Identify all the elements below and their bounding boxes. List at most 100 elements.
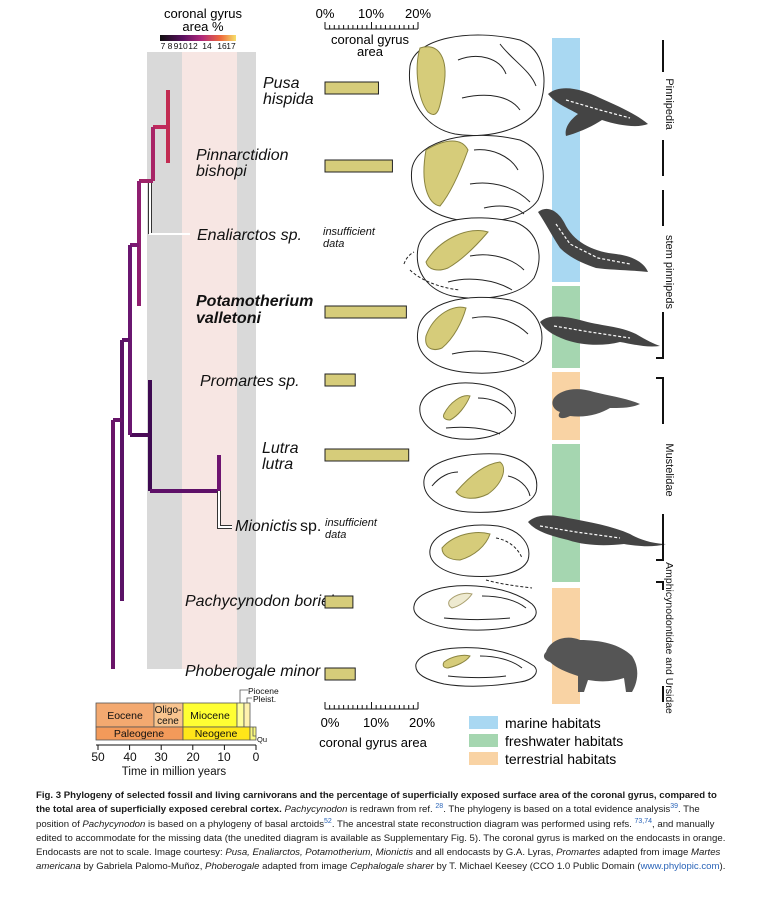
seal-skeleton-icon	[548, 88, 648, 136]
time-tick-label: 40	[123, 750, 137, 764]
phylopic-link[interactable]: www.phylopic.com	[640, 861, 720, 873]
taxon-label: lutra	[262, 456, 293, 473]
geologic-timescale	[95, 689, 257, 741]
time-tick-label: 0	[253, 750, 260, 764]
time-tick-label: 10	[217, 750, 231, 764]
caption-text: Martes americana	[36, 847, 721, 873]
caption-reference[interactable]: 28	[435, 803, 444, 811]
bar	[324, 373, 356, 387]
axis-tick-label: 10%	[358, 6, 384, 21]
insufficient-note: data	[325, 529, 346, 541]
figure-caption: Fig. 3 Phylogeny of selected fossil and …	[36, 789, 726, 875]
caption-text: Pusa, Enaliarctos, Potamotherium, Mionic…	[225, 847, 413, 859]
time-axis-label: Time in million years	[122, 766, 227, 778]
colorbar-title: coronal gyrus	[164, 6, 243, 21]
time-tick-label: 50	[91, 750, 105, 764]
epoch-eocene	[95, 702, 155, 728]
caption-reference[interactable]: 73,74	[634, 817, 653, 825]
epoch-label: Pleist.	[253, 694, 276, 704]
taxon-label: Promartes sp.	[200, 373, 300, 390]
phoberogale-icon	[543, 637, 638, 692]
taxon-label: Pinnarctidion	[196, 147, 289, 164]
taxon-label: Mionictis	[235, 518, 297, 535]
caption-text: . The position of	[36, 804, 700, 830]
bar	[324, 448, 410, 462]
period-label: Paleogene	[114, 728, 164, 740]
clade-label: stem pinnipeds	[663, 235, 675, 309]
habitat-strip	[552, 38, 580, 704]
caption-text: is redrawn from ref.	[347, 804, 436, 816]
clade-labels: Pinnipedia stem pinnipeds Mustelidae Amp…	[663, 78, 675, 714]
endocast-mionictis	[429, 524, 533, 589]
time-band-pink	[182, 52, 237, 669]
caption-text: adapted from image	[259, 861, 351, 873]
endocast-potamotherium	[416, 296, 543, 374]
caption-text: by Gabriela Palomo-Muñoz,	[80, 861, 206, 873]
axis-tick-label: 10%	[363, 715, 389, 730]
clade-label: Mustelidae	[663, 443, 675, 496]
period-label: Neogene	[195, 728, 238, 740]
caption-reference[interactable]: 52	[324, 817, 332, 825]
endocast-lutra	[423, 453, 538, 513]
endocast-illustrations	[403, 34, 545, 687]
colorbar-tick-label: 14	[202, 41, 212, 51]
marten-icon	[552, 389, 640, 419]
caption-text: by T. Michael Keesey (CCO 1.0 Public Dom…	[433, 861, 641, 873]
caption-text: . The phylogeny is based on a total evid…	[443, 804, 671, 816]
bar	[324, 305, 407, 319]
time-band-gray	[237, 52, 256, 669]
epoch-label: Oligo-	[155, 705, 182, 716]
epoch-label: Piocene	[248, 686, 279, 696]
legend-label: terrestrial habitats	[505, 751, 616, 767]
habitat-legend: marine habitats freshwater habitats terr…	[469, 715, 623, 767]
time-tick-label: 20	[186, 750, 200, 764]
endocast-pinnarctidion	[410, 134, 544, 223]
taxon-label: hispida	[263, 91, 314, 108]
legend-swatch	[469, 734, 498, 747]
caption-text: , and manually edited to accommodate for…	[36, 818, 726, 859]
endocast-enaliarctos	[403, 217, 540, 299]
axis-label: coronal gyrus area	[319, 735, 427, 750]
axis-tick-label: 20%	[405, 6, 431, 21]
axis-tick-label: 20%	[409, 715, 435, 730]
animal-silhouettes	[528, 88, 666, 692]
taxon-label: Potamotherium	[196, 293, 313, 310]
bar	[324, 81, 379, 95]
colorbar-tick-label: 12	[188, 41, 198, 51]
caption-text: Pachycynodon	[284, 804, 348, 816]
taxon-labels: Pusa hispida Pinnarctidion bishopi Enali…	[185, 75, 334, 680]
axis-label: coronal gyrus	[331, 32, 410, 47]
epoch-oligocene	[153, 702, 184, 728]
taxon-label: valletoni	[196, 310, 261, 327]
axis-tick-label: 0%	[321, 715, 340, 730]
colorbar-tick-label: 9	[174, 41, 179, 51]
insufficient-data-notes: insufficient data insufficient data	[323, 226, 378, 541]
epoch-label: Qu	[257, 735, 267, 744]
bar-series	[324, 81, 410, 681]
legend-label: freshwater habitats	[505, 733, 623, 749]
bar	[324, 595, 354, 609]
taxon-label: Pachycynodon boriei	[185, 593, 334, 610]
colorbar-title: area %	[182, 19, 224, 34]
mionictis-skeleton-icon	[528, 515, 666, 547]
bar-axis-bottom: 0% 10% 20% coronal gyrus area	[319, 702, 435, 750]
insufficient-note: insufficient	[323, 226, 376, 238]
clade-label: Amphicynodontidae and Ursidae	[663, 562, 675, 714]
insufficient-note: insufficient	[325, 517, 378, 529]
clade-brackets	[656, 40, 664, 702]
caption-lead: Fig. 3 Phylogeny of selected fossil and …	[36, 790, 717, 816]
caption-text: Cephalogale sharer	[350, 861, 434, 873]
time-tick-label: 30	[154, 750, 168, 764]
taxon-label: Lutra	[262, 440, 299, 457]
taxon-label: Pusa	[263, 75, 300, 92]
axis-label: area	[357, 44, 384, 59]
epoch-label: Miocene	[190, 710, 230, 722]
caption-reference[interactable]: 39	[670, 803, 679, 811]
caption-text: and all endocasts by G.A. Lyras,	[413, 847, 557, 859]
epoch-pleistocene	[243, 702, 251, 728]
colorbar-tick-label: 16	[217, 41, 227, 51]
caption-text: ).	[719, 861, 726, 873]
caption-text: Phoberogale	[205, 861, 260, 873]
